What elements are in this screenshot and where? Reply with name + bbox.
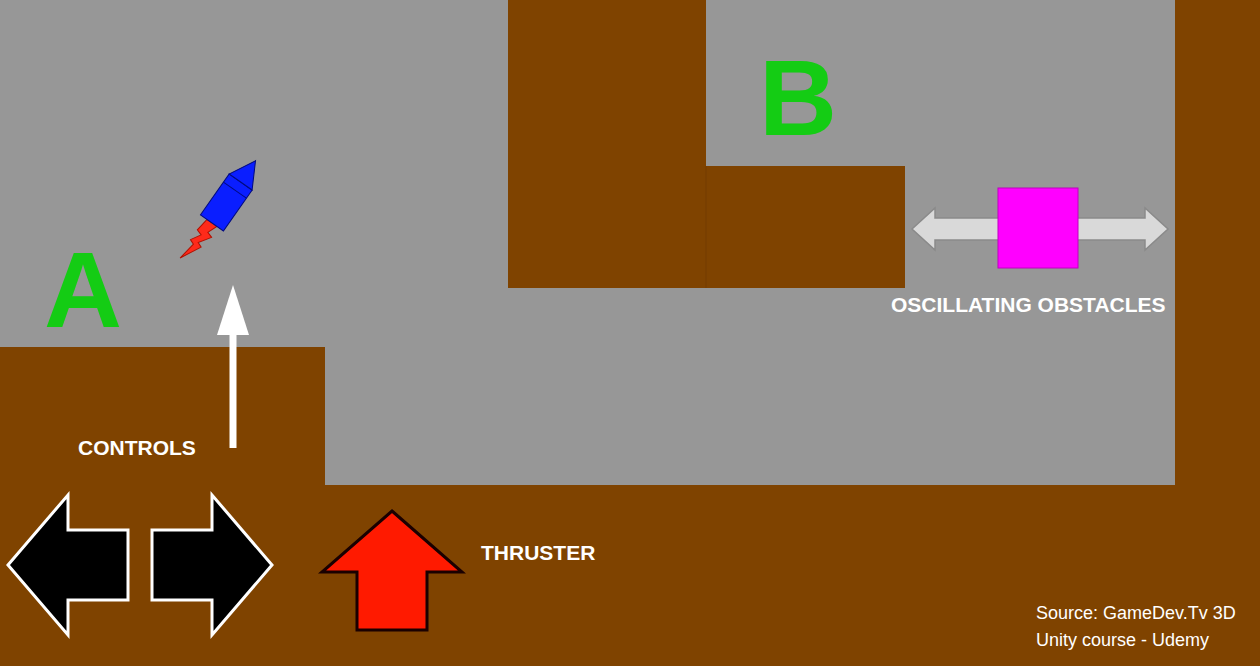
rocket-seam: [223, 182, 246, 198]
right-wall: [1175, 0, 1260, 666]
ceiling-block: [508, 0, 706, 288]
obstacles-label: OSCILLATING OBSTACLES: [891, 294, 1166, 315]
rocket-nose: [229, 153, 267, 190]
source-note: Source: GameDev.Tv 3D Unity course - Ude…: [1036, 600, 1251, 654]
thruster-arrow: [322, 511, 462, 630]
arrow-shaft: [230, 330, 237, 448]
left-control-arrow: [8, 495, 128, 635]
goal-marker: B: [759, 44, 837, 152]
landing-ledge: [706, 166, 905, 288]
right-control-arrow: [152, 495, 272, 635]
rocket: [174, 153, 267, 270]
up-indicator-arrow: [217, 285, 249, 448]
arrow-head: [217, 285, 249, 335]
ground: [0, 485, 1260, 666]
rocket-flame: [178, 218, 218, 266]
block-seam: [706, 166, 707, 288]
oscillating-obstacle: [998, 188, 1078, 268]
start-marker: A: [44, 236, 122, 344]
controls-label: CONTROLS: [78, 437, 196, 458]
thruster-label: THRUSTER: [481, 542, 595, 563]
